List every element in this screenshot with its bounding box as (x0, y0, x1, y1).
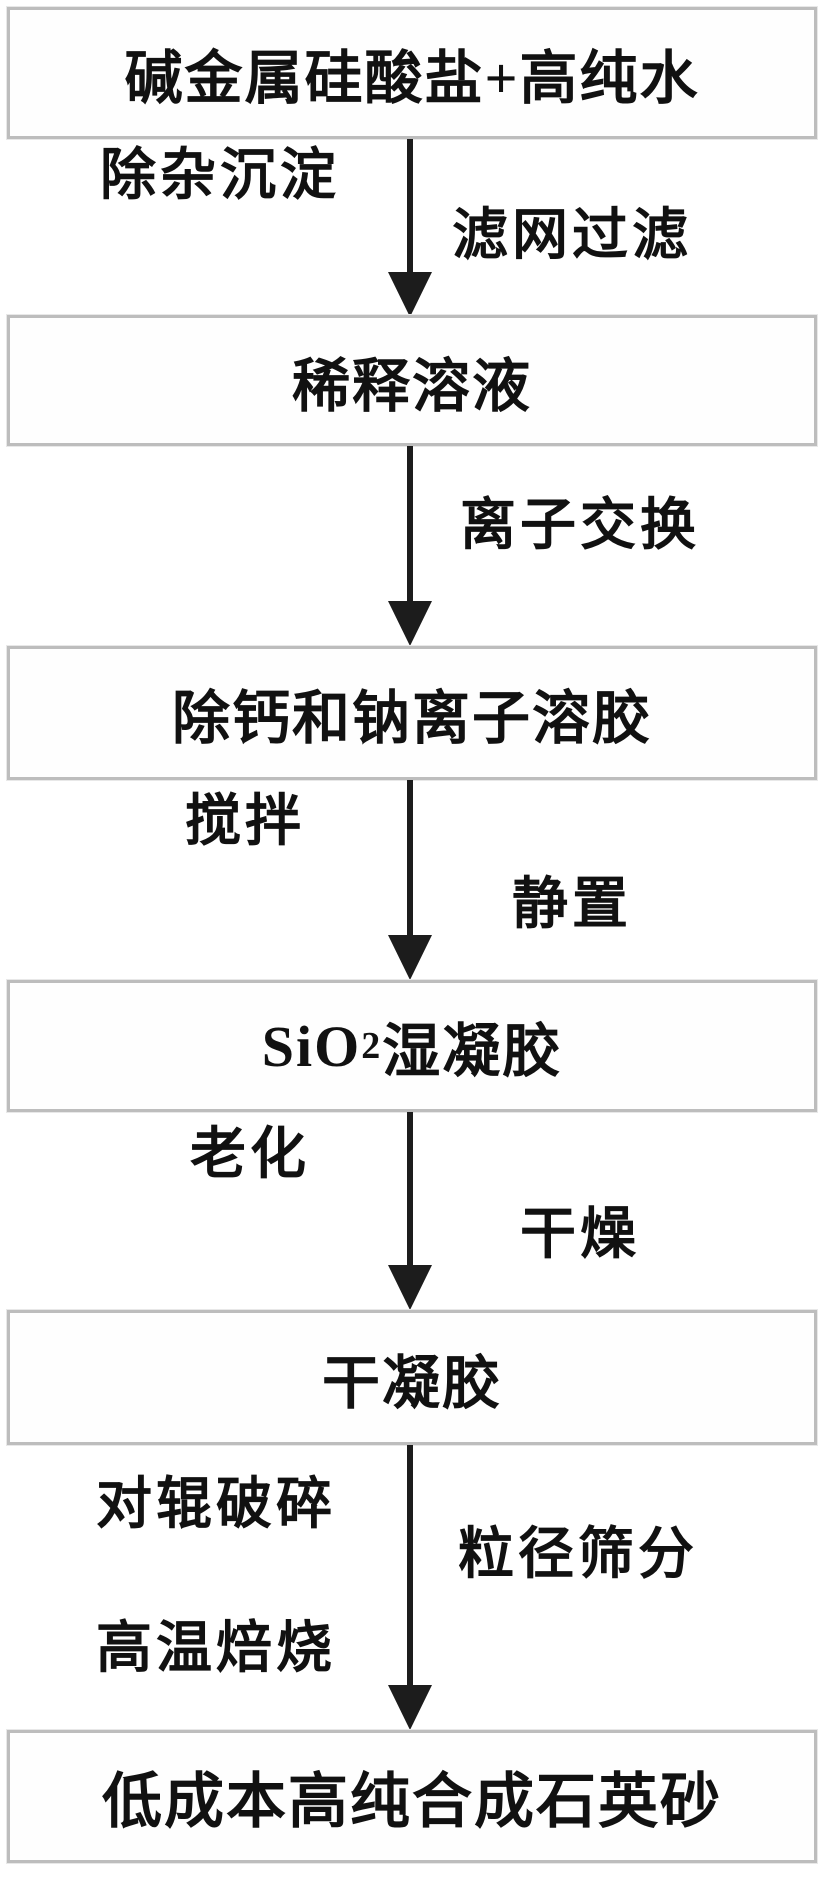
flow-arrow-1 (388, 139, 432, 317)
edge-label-high-temperature-roasting: 高温焙烧 (96, 1618, 336, 1680)
edge-label-roller-crushing: 对辊破碎 (96, 1474, 336, 1536)
arrow-shaft (407, 1112, 413, 1265)
flow-box-decalcified-sol: 除钙和钠离子溶胶 (7, 646, 817, 780)
flow-box-label: 低成本高纯合成石英砂 (102, 1769, 722, 1835)
flow-arrow-3 (388, 780, 432, 980)
flow-box-label: 除钙和钠离子溶胶 (171, 686, 652, 751)
arrow-head-icon (388, 1685, 432, 1730)
flow-box-diluted-solution: 稀释溶液 (7, 315, 817, 446)
edge-label-aging: 老化 (190, 1124, 310, 1186)
flow-arrow-4 (388, 1112, 432, 1310)
flow-arrow-5 (388, 1445, 432, 1730)
arrow-shaft (407, 780, 413, 935)
arrow-shaft (407, 139, 413, 272)
flow-box-raw-materials: 碱金属硅酸盐+高纯水 (7, 7, 817, 139)
flow-box-label: 稀释溶液 (291, 353, 532, 419)
flow-arrow-2 (388, 446, 432, 646)
arrow-shaft (407, 1445, 413, 1685)
edge-label-particle-size-screening: 粒径筛分 (458, 1524, 698, 1586)
edge-label-ion-exchange: 离子交换 (460, 495, 700, 557)
flow-box-label: 碱金属硅酸盐+高纯水 (124, 46, 700, 111)
edge-label-impurity-removal-precipitation: 除杂沉淀 (100, 145, 340, 207)
edge-label-stirring: 搅拌 (185, 791, 305, 853)
flow-box-label-suffix: 湿凝胶 (382, 1019, 563, 1084)
arrow-head-icon (388, 935, 432, 980)
edge-label-standing-still: 静置 (512, 874, 632, 936)
arrow-head-icon (388, 1265, 432, 1310)
arrow-head-icon (388, 272, 432, 317)
flow-box-final-product-quartz-sand: 低成本高纯合成石英砂 (7, 1730, 817, 1863)
flow-box-dry-gel: 干凝胶 (7, 1310, 817, 1445)
edge-label-mesh-filtering: 滤网过滤 (452, 205, 692, 267)
flow-box-label: 干凝胶 (321, 1350, 502, 1416)
edge-label-drying: 干燥 (520, 1204, 640, 1266)
flow-box-label-prefix: SiO (261, 1013, 362, 1079)
arrow-shaft (407, 446, 413, 601)
arrow-head-icon (388, 601, 432, 646)
